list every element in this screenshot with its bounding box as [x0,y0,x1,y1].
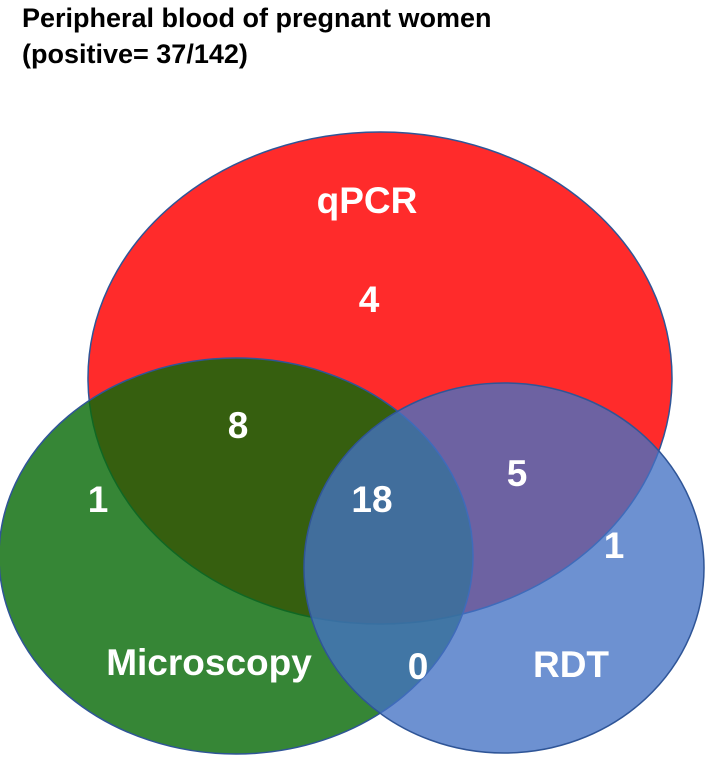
rdt-circle [303,382,705,754]
count-qpcr-rdt: 5 [507,453,528,494]
page-title: Peripheral blood of pregnant women (posi… [22,0,702,72]
title-line-1: Peripheral blood of pregnant women [22,3,492,33]
rdt-label: RDT [533,644,609,685]
title-line-2: (positive= 37/142) [22,39,248,69]
microscopy-label: Microscopy [106,642,312,683]
count-qpcr-only: 4 [359,279,380,320]
count-microscopy-only: 1 [88,479,109,520]
count-all-three: 18 [351,479,392,520]
qpcr-label: qPCR [317,180,418,221]
count-qpcr-microscopy: 8 [228,405,249,446]
count-microscopy-rdt: 0 [408,646,429,687]
count-rdt-only: 1 [604,525,625,566]
